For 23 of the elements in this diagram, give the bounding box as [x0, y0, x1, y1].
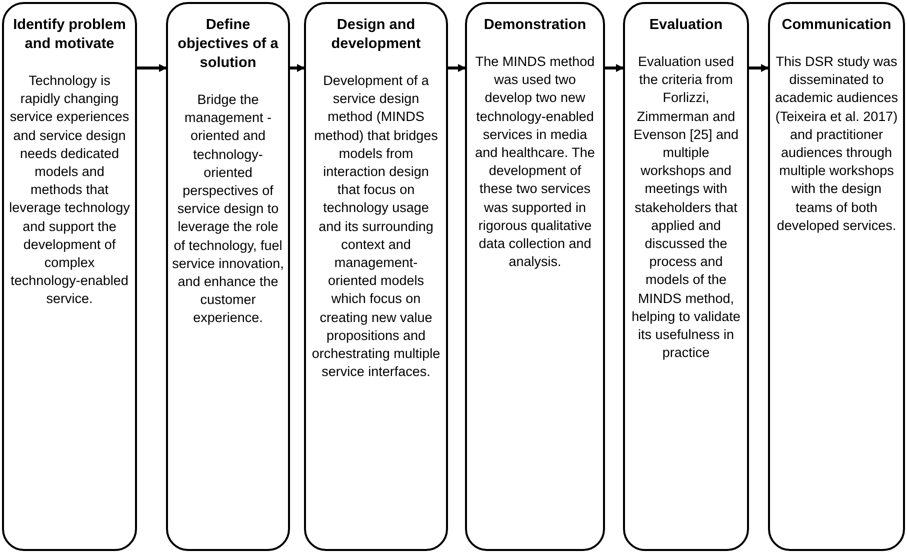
step-heading: Communication — [782, 16, 892, 35]
step-description: Development of a service design method (MINDS method) that bridges models from interaction design that focus on technology usage and its surrounding context and management-oriented models which focus on creating new value propositions and orchestrating multiple service interfaces. — [310, 72, 442, 382]
step-heading: Design and development — [330, 16, 422, 54]
arrow — [290, 64, 305, 72]
process-box — [304, 2, 448, 551]
process-box — [166, 2, 290, 551]
process-box — [623, 2, 749, 551]
step-heading: Demonstration — [484, 16, 586, 35]
step-heading: Define objectives of a solution — [176, 16, 280, 73]
step-description: Technology is rapidly changing service experiences and service design needs dedicated models and methods that leverage technology and support the development of complex technology-enabled service. — [8, 72, 131, 308]
step-heading: Identify problem and motivate — [12, 16, 127, 54]
arrow — [137, 64, 167, 72]
process-box — [768, 2, 905, 551]
step-description: This DSR study was disseminated to academic audiences (Teixeira et al. 2017) and practitioner audiences through multiple workshops with the design teams of both developed services. — [774, 53, 899, 235]
process-box — [2, 2, 137, 551]
step-description: Evaluation used the criteria from Forlizzi, Zimmerman and Evenson [25] and multiple workshops and meetings with stakeholders that applied and discussed the process and models of the MINDS method, helping to validate its usefulness in practice — [630, 53, 742, 362]
step-description: The MINDS method was used two develop two new technology-enabled services in media and healthcare. The development of these two services was supported in rigorous qualitative data collection and analysis. — [474, 53, 596, 272]
step-heading: Evaluation — [649, 16, 723, 35]
process-box — [465, 2, 605, 551]
arrow — [605, 64, 624, 72]
arrow — [749, 64, 769, 72]
arrow — [448, 64, 466, 72]
step-description: Bridge the management -oriented and technology-oriented perspectives of service design to leverage the role of technology, fuel service innovation, and enhance the customer experience. — [172, 91, 284, 328]
